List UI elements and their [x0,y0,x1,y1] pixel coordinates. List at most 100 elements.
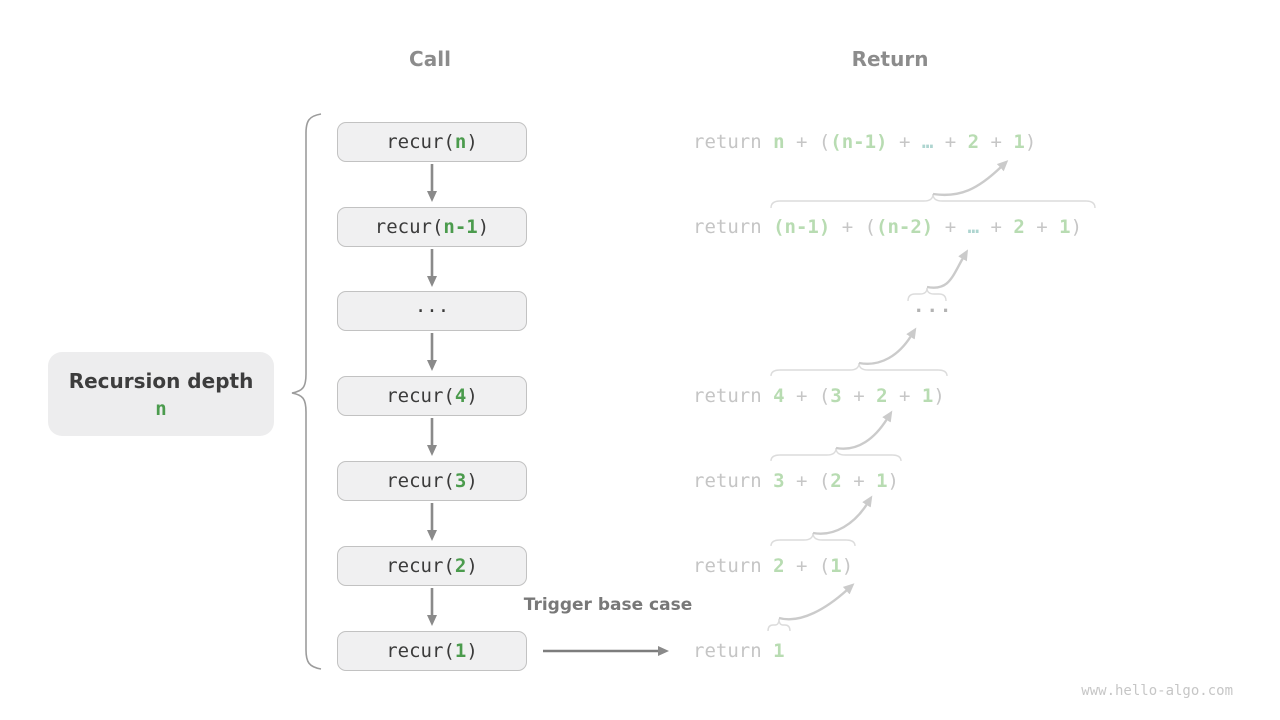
overbrace-row-6 [770,532,856,547]
recursion-depth-n: n [155,397,167,420]
text-segment: + [841,470,877,492]
text-segment: recur( [374,216,444,238]
text-segment: 4 [454,385,467,407]
return-arrow-4-to-3 [858,327,917,365]
text-segment: return [693,131,774,153]
text-segment: 3 [830,385,842,407]
text-segment: 2 [454,555,467,577]
text-segment: + ( [784,131,831,153]
text-segment: 2 [1013,216,1025,238]
text-segment: return [693,640,774,662]
return-arrow-5-to-4 [835,410,893,450]
text-segment: return [693,555,774,577]
text-segment: ··· [414,300,450,322]
text-segment: 1 [773,640,785,662]
text-segment: 3 [454,470,467,492]
text-segment: + [841,385,877,407]
return-arrow-2-to-1 [932,160,1009,197]
text-segment: + [887,385,922,407]
text-segment: recur( [386,555,455,577]
text-segment: + ( [784,555,831,577]
text-segment: 2 [967,131,980,153]
text-segment: + [933,216,968,238]
overbrace-row-5 [770,447,902,462]
text-segment: n [773,131,785,153]
overbrace-row-4 [770,362,948,377]
text-segment: 1 [921,385,934,407]
overbrace-row-7 [767,618,791,632]
text-segment: 2 [773,555,785,577]
call-column-header: Call [409,47,451,71]
return-arrow-3-to-2 [926,249,969,289]
return-expr-n-1: return (n-1) + ((n-2) + … + 2 + 1) [693,214,1082,240]
text-segment: … [921,131,934,153]
text-segment: + ( [784,385,831,407]
return-arrow-7-to-6 [778,583,855,621]
text-segment: 1 [1013,131,1025,153]
text-segment: ) [477,216,490,238]
text-segment: ) [1070,216,1083,238]
text-segment: ) [887,470,899,492]
text-segment: ) [466,470,478,492]
return-expr-3: return 3 + (2 + 1) [693,468,899,494]
text-segment: ) [466,640,478,662]
text-segment: 1 [1059,216,1071,238]
call-box-recur-n-1: recur(n-1) [337,207,527,247]
text-segment: recur( [386,470,455,492]
text-segment: + ( [830,216,877,238]
call-box-recur-2: recur(2) [337,546,527,586]
return-expr-4: return 4 + (3 + 2 + 1) [693,383,945,409]
text-segment: 2 [876,385,888,407]
text-segment: + [1024,216,1060,238]
text-segment: + [979,216,1014,238]
text-segment: 1 [876,470,888,492]
call-box-ellipsis: ··· [337,291,527,331]
recursion-depth-text: Recursion depth [68,368,254,393]
text-segment: return [693,216,774,238]
text-segment: n-1 [443,216,478,238]
text-segment: n [454,131,467,153]
return-column-header: Return [851,47,929,71]
text-segment: (n-1) [830,131,888,153]
text-segment: ) [841,555,854,577]
recursion-depth-brace [291,113,322,670]
text-segment: 3 [773,470,785,492]
text-segment: ) [933,385,945,407]
call-box-recur-n: recur(n) [337,122,527,162]
text-segment: ··· [913,300,954,322]
text-segment: ) [466,385,478,407]
text-segment: … [967,216,980,238]
text-segment: 2 [830,470,842,492]
return-expr-ellipsis: ··· [913,298,953,324]
watermark: www.hello-algo.com [1081,683,1233,699]
text-segment: + [933,131,968,153]
text-segment: ) [466,131,478,153]
text-segment: recur( [386,385,455,407]
return-arrow-6-to-5 [812,495,873,535]
text-segment: return [693,385,774,407]
text-segment: 1 [830,555,842,577]
text-segment: return [693,470,774,492]
return-expr-1: return 1 [693,638,785,664]
overbrace-row-2 [770,193,1096,209]
text-segment: (n-2) [876,216,934,238]
return-arrows-group [778,160,1009,621]
text-segment: + [979,131,1014,153]
text-segment: 4 [773,385,785,407]
text-segment: recur( [386,640,455,662]
call-box-recur-1: recur(1) [337,631,527,671]
text-segment: recur( [386,131,455,153]
text-segment: + [887,131,922,153]
text-segment: (n-1) [773,216,831,238]
text-segment: ) [466,555,478,577]
text-segment: 1 [454,640,467,662]
call-box-recur-4: recur(4) [337,376,527,416]
return-expr-2: return 2 + (1) [693,553,853,579]
trigger-base-case-label: Trigger base case [523,595,693,615]
return-expr-n: return n + ((n-1) + … + 2 + 1) [693,129,1036,155]
text-segment: + ( [784,470,831,492]
call-box-recur-3: recur(3) [337,461,527,501]
text-segment: ) [1024,131,1037,153]
